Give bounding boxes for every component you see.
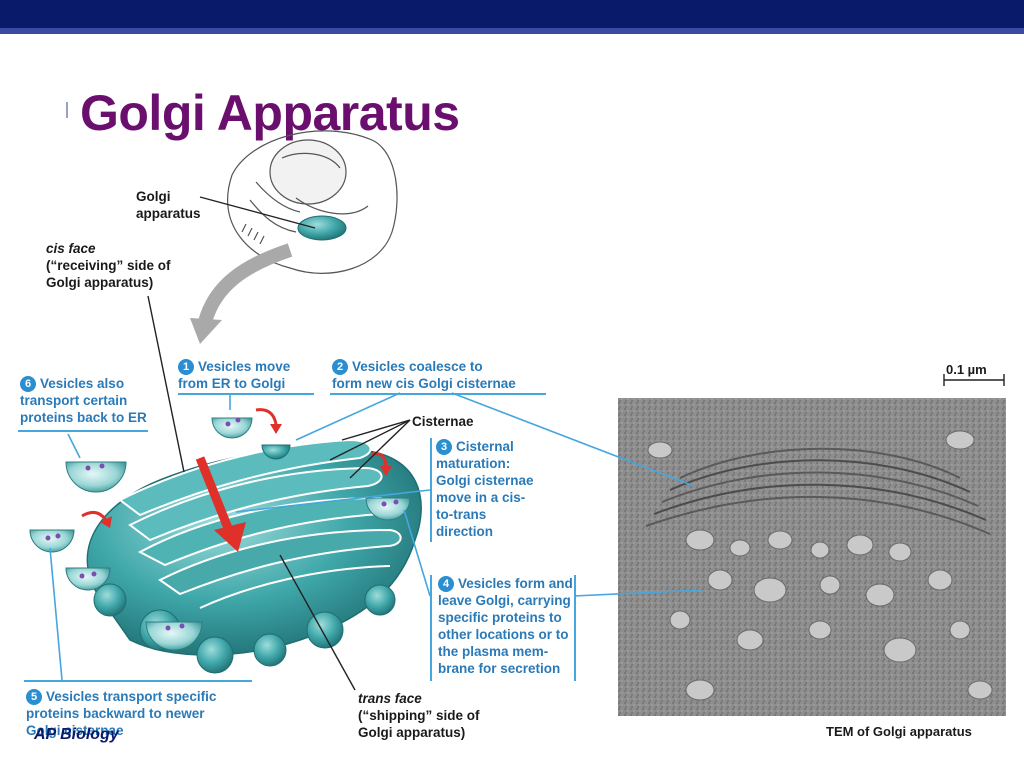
step-line: leave Golgi, carrying: [438, 593, 571, 608]
cis-face-line: (“receiving” side of: [46, 258, 171, 273]
step-number-icon: 4: [438, 576, 454, 592]
step-2-rule: [330, 393, 546, 395]
cis-face-label: cis face (“receiving” side of Golgi appa…: [46, 240, 171, 291]
cisternae-label: Cisternae: [412, 414, 474, 429]
footer-course: AP Biology: [34, 726, 119, 743]
vesicles: [29, 417, 411, 651]
step-line: transport certain: [20, 393, 128, 408]
trans-face-line: Golgi apparatus): [358, 725, 466, 740]
scale-label: 0.1 µm: [946, 362, 987, 377]
step-line: the plasma mem-: [438, 644, 549, 659]
step-line: brane for secretion: [438, 661, 561, 676]
blue-leaders: [49, 392, 703, 681]
black-leaders: [147, 295, 411, 691]
step-6: 6 Vesicles also transport certain protein…: [20, 375, 147, 426]
step-3: 3 Cisternal maturation: Golgi cisternae m…: [436, 438, 534, 540]
step-line: Golgi cisternae: [436, 473, 534, 488]
step-3-rule: [430, 438, 432, 542]
step-4: 4 Vesicles form and leave Golgi, carrying…: [438, 575, 573, 677]
step-line: from ER to Golgi: [178, 376, 286, 391]
step-1: 1 Vesicles move from ER to Golgi: [178, 358, 290, 392]
cis-face-line: Golgi apparatus): [46, 275, 154, 290]
slide-title: Golgi Apparatus: [80, 85, 460, 141]
step-number-icon: 5: [26, 689, 42, 705]
step-5: 5 Vesicles transport specific proteins ba…: [26, 688, 216, 739]
scale-bar: [943, 374, 1005, 386]
tem-image: [618, 398, 1006, 716]
step-line: Vesicles coalesce to: [352, 359, 483, 374]
step-line: direction: [436, 524, 494, 539]
step-line: Golgi cisternae: [26, 723, 124, 738]
step-line: to-trans: [436, 507, 487, 522]
golgi-leader-line: [199, 196, 316, 229]
golgi-label-line: apparatus: [136, 206, 201, 221]
transport-arrow-icon: [195, 456, 246, 552]
step-line: maturation:: [436, 456, 511, 471]
step-2: 2 Vesicles coalesce to form new cis Golgi…: [332, 358, 516, 392]
cis-face-line: cis face: [46, 241, 96, 256]
header-bar: [0, 0, 1024, 28]
step-number-icon: 3: [436, 439, 452, 455]
step-line: Cisternal: [456, 439, 514, 454]
golgi-apparatus-label: Golgi apparatus: [136, 188, 201, 222]
step-4-rule-right: [574, 575, 576, 681]
step-4-rule: [430, 575, 432, 681]
step-line: proteins backward to newer: [26, 706, 205, 721]
step-line: Vesicles form and: [458, 576, 573, 591]
cell-sketch: [227, 130, 398, 274]
step-number-icon: 1: [178, 359, 194, 375]
zoom-arrow-head: [190, 318, 222, 344]
step-line: Vesicles also: [40, 376, 125, 391]
trans-face-label: trans face (“shipping” side of Golgi app…: [358, 690, 480, 741]
step-line: Vesicles move: [198, 359, 291, 374]
header-stripe: [0, 28, 1024, 34]
zoom-arrow: [198, 243, 293, 325]
step-line: other locations or to: [438, 627, 569, 642]
step-number-icon: 2: [332, 359, 348, 375]
step-line: move in a cis-: [436, 490, 526, 505]
step-6-rule: [18, 430, 148, 432]
tem-caption: TEM of Golgi apparatus: [826, 724, 972, 739]
step-line: proteins back to ER: [20, 410, 147, 425]
step-1-rule: [178, 393, 314, 395]
golgi-stack: [86, 438, 422, 674]
step-line: form new cis Golgi cisternae: [332, 376, 516, 391]
golgi-label-line: Golgi: [136, 189, 171, 204]
step-line: Vesicles transport specific: [46, 689, 217, 704]
trans-face-line: (“shipping” side of: [358, 708, 480, 723]
step-line: specific proteins to: [438, 610, 562, 625]
step-number-icon: 6: [20, 376, 36, 392]
step-5-rule: [24, 680, 252, 682]
cell-golgi-highlight: [297, 215, 347, 241]
bullet-mark: [66, 102, 68, 118]
trans-face-line: trans face: [358, 691, 422, 706]
